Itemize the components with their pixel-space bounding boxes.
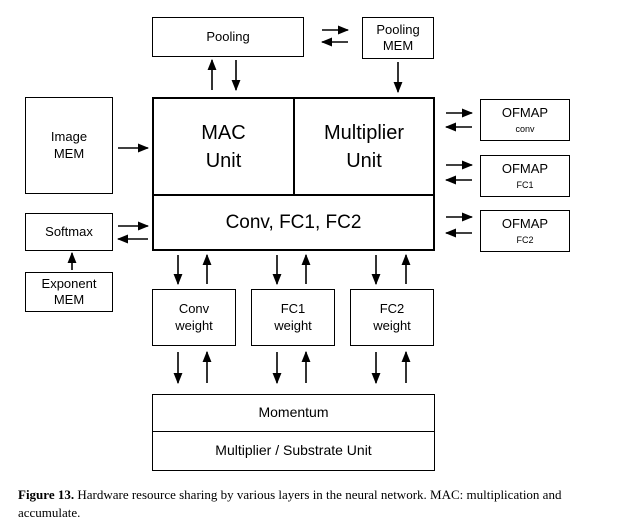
fc2-weight-label-1: FC2 xyxy=(379,301,405,317)
image-mem-label-2: MEM xyxy=(53,145,85,161)
figure-caption: Figure 13. Hardware resource sharing by … xyxy=(18,486,608,521)
ofmap-conv-block: OFMAP conv xyxy=(480,99,570,141)
ofmap-fc1-block: OFMAP FC1 xyxy=(480,155,570,197)
fc1-weight-label-2: weight xyxy=(274,317,312,333)
ofmap-fc1-title: OFMAP xyxy=(501,160,549,176)
multiplier-unit-label-1: Multiplier xyxy=(323,121,405,144)
conv-weight-label-2: weight xyxy=(175,317,213,333)
multiplier-unit-label-2: Unit xyxy=(346,149,382,172)
pooling-mem-label-2: MEM xyxy=(382,38,414,53)
mac-unit-label-1: MAC xyxy=(201,121,246,144)
momentum-label: Momentum xyxy=(258,404,329,421)
conv-weight-block: Conv weight xyxy=(152,289,236,346)
conv-fc-block: Conv, FC1, FC2 xyxy=(152,194,435,251)
caption-label: Figure 13. xyxy=(18,487,75,502)
conv-fc-label: Conv, FC1, FC2 xyxy=(225,211,362,233)
pooling-label: Pooling xyxy=(206,28,250,44)
pooling-mem-block: Pooling MEM xyxy=(362,17,434,59)
caption-text: Hardware resource sharing by various lay… xyxy=(18,487,562,520)
momentum-block: Momentum xyxy=(152,394,435,432)
ofmap-conv-sub: conv xyxy=(515,124,535,134)
pooling-mem-label-1: Pooling xyxy=(376,21,420,37)
softmax-block: Softmax xyxy=(25,213,113,251)
ofmap-fc2-title: OFMAP xyxy=(501,215,549,231)
ofmap-fc2-sub: FC2 xyxy=(516,235,534,245)
exponent-mem-block: Exponent MEM xyxy=(25,272,113,312)
conv-weight-label-1: Conv xyxy=(178,301,210,317)
fc1-weight-label-1: FC1 xyxy=(280,301,306,317)
multiplier-unit-block: Multiplier Unit xyxy=(293,97,435,196)
softmax-label: Softmax xyxy=(45,223,93,239)
exponent-mem-label-1: Exponent xyxy=(41,275,97,291)
fc1-weight-block: FC1 weight xyxy=(251,289,335,346)
ofmap-fc2-block: OFMAP FC2 xyxy=(480,210,570,252)
pooling-block: Pooling xyxy=(152,17,304,57)
mac-unit-block: MAC Unit xyxy=(152,97,295,196)
fc2-weight-block: FC2 weight xyxy=(350,289,434,346)
image-mem-label-1: Image xyxy=(50,129,88,145)
mac-unit-label-2: Unit xyxy=(205,149,242,172)
multiplier-substrate-block: Multiplier / Substrate Unit xyxy=(152,431,435,471)
multiplier-substrate-label: Multiplier / Substrate Unit xyxy=(215,442,372,459)
image-mem-block: Image MEM xyxy=(25,97,113,194)
exponent-mem-label-2: MEM xyxy=(53,292,85,307)
ofmap-fc1-sub: FC1 xyxy=(516,180,534,190)
fc2-weight-label-2: weight xyxy=(373,317,411,333)
ofmap-conv-title: OFMAP xyxy=(501,104,549,120)
